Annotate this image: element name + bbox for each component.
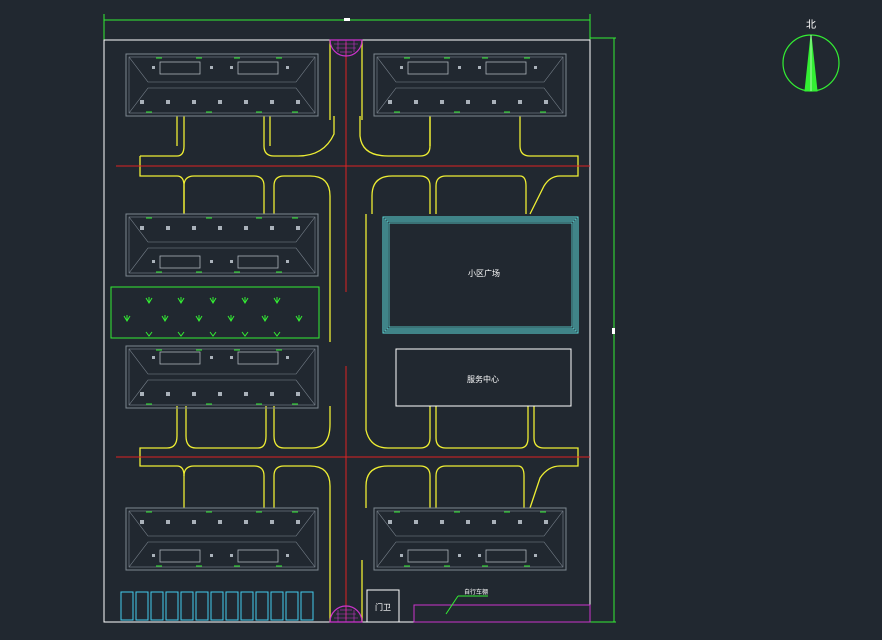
guardhouse-label: 门卫 [375,602,391,612]
gate-north [329,39,363,57]
gate-south [329,605,363,623]
bike-shed [413,604,591,623]
community-plaza [382,216,579,334]
road-centerlines [116,42,590,620]
building-block-4 [125,345,319,409]
parking-stalls [120,591,314,621]
bike-shed-label: 自行车棚 [464,588,488,596]
north-label: 北 [806,19,816,31]
bike-shed-leader [445,595,459,615]
main-road-edges [329,40,363,622]
dimension-mark-top [344,18,350,21]
road-network [140,116,579,560]
dimension-mark-right [612,328,615,334]
building-block-2 [373,53,567,117]
dimension-lines [103,14,616,623]
plaza-label: 小区广场 [468,268,500,278]
building-block-3 [125,213,319,277]
service-center-label: 服务中心 [467,374,499,384]
greenbelt [110,286,320,339]
building-block-5 [125,507,319,571]
service-center [395,348,572,407]
north-arrow-icon [782,34,840,92]
building-block-6 [373,507,567,571]
building-block-1 [125,53,319,117]
guardhouse [366,589,400,623]
